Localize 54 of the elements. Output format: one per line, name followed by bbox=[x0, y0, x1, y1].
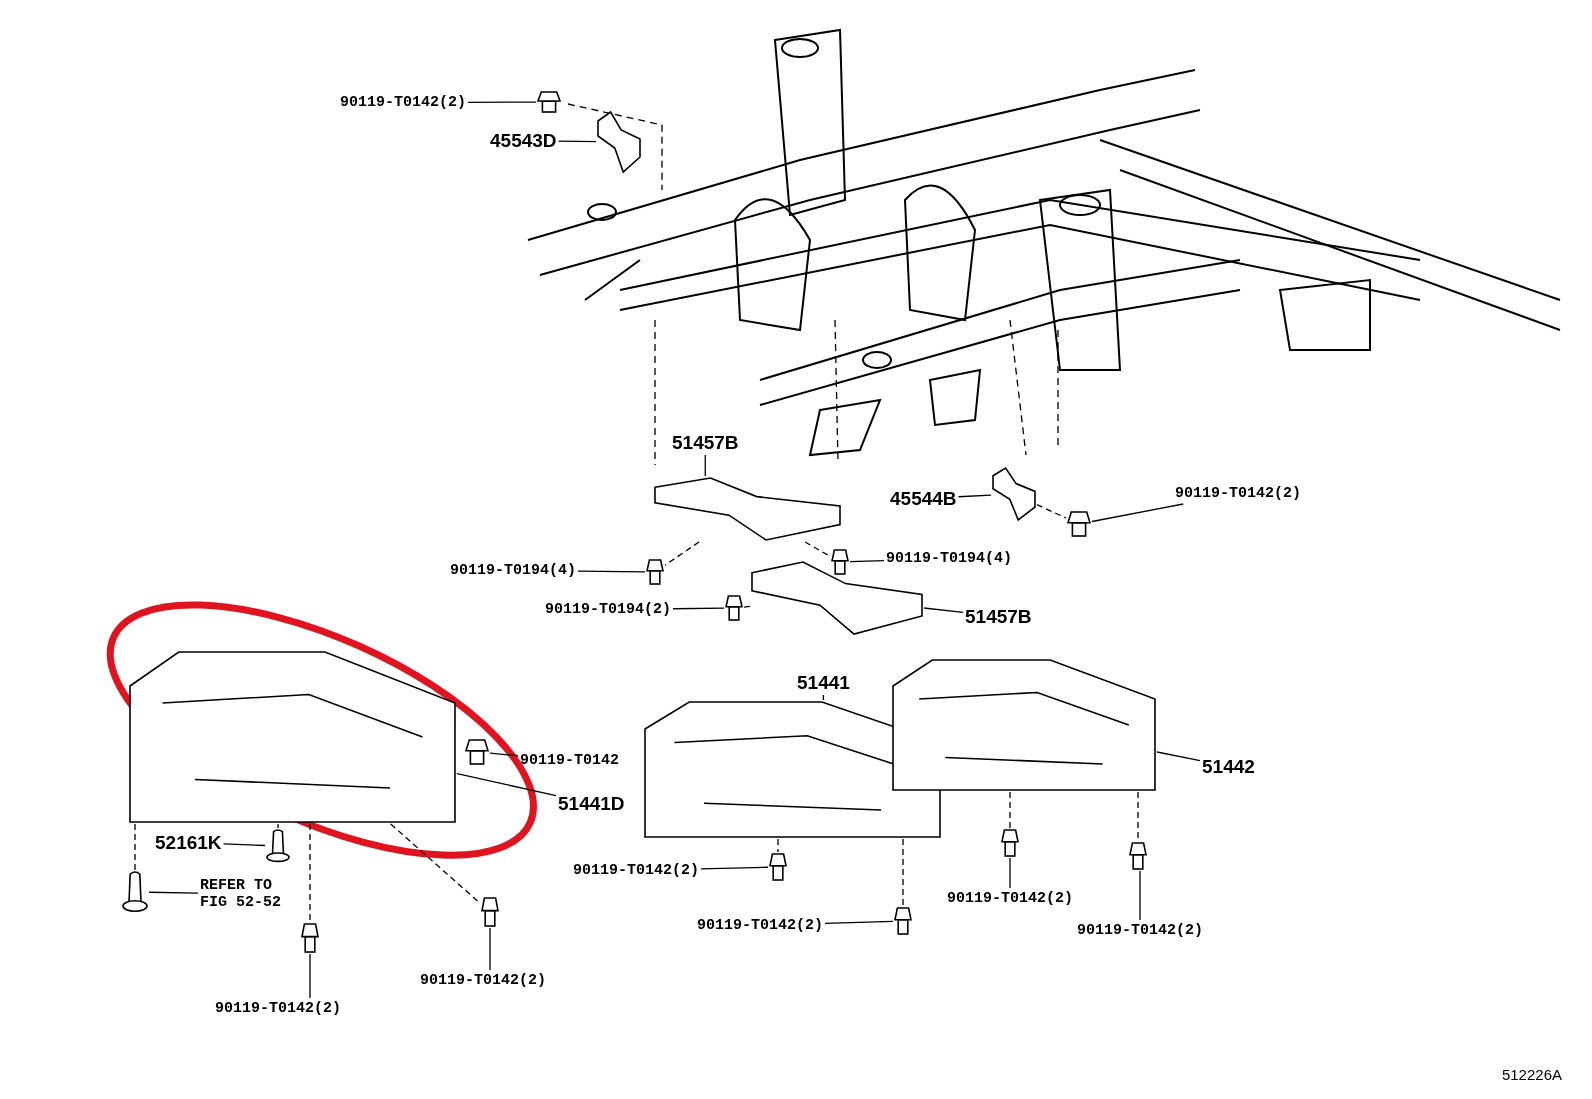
leader-line bbox=[577, 570, 646, 573]
leader-line bbox=[822, 694, 825, 701]
fastener-part-number: 90119-T0194(2) bbox=[545, 601, 672, 618]
leader-line bbox=[804, 541, 831, 557]
leader-line bbox=[1036, 503, 1067, 519]
leader-line bbox=[672, 607, 725, 610]
leader-line bbox=[134, 823, 136, 871]
fastener-part-number: 90119-T0142(2) bbox=[420, 972, 547, 989]
leader-line bbox=[664, 541, 700, 566]
leader-line bbox=[222, 843, 266, 847]
drawing-number: 512226A bbox=[1501, 1066, 1562, 1083]
leader-line bbox=[557, 140, 597, 143]
fastener-part-number: 90119-T0194(4) bbox=[886, 550, 1013, 567]
leader-line bbox=[957, 494, 992, 498]
part-number: 45544B bbox=[890, 488, 957, 509]
leader-line bbox=[489, 752, 519, 757]
part-number: 51441 bbox=[797, 672, 850, 693]
fastener-part-number: 90119-T0142(2) bbox=[1175, 485, 1302, 502]
fastener-part-number: 90119-T0142(2) bbox=[215, 1000, 342, 1017]
leader-line bbox=[148, 891, 199, 894]
leader-line bbox=[700, 866, 769, 870]
leader-line bbox=[309, 823, 311, 923]
fastener-part-number: 90119-T0194(4) bbox=[450, 562, 577, 579]
leader-line bbox=[704, 454, 706, 477]
leader-line bbox=[824, 920, 894, 925]
leader-line bbox=[309, 953, 311, 999]
leader-line bbox=[1156, 751, 1201, 762]
leader-line bbox=[489, 927, 491, 971]
leader-line bbox=[923, 607, 964, 614]
fastener-part-number: 90119-T0142 bbox=[520, 752, 620, 769]
part-number: 45543D bbox=[490, 130, 557, 151]
part-number: 51457B bbox=[672, 432, 739, 453]
leader-line bbox=[390, 823, 481, 904]
leader-line bbox=[467, 101, 537, 103]
leader-line bbox=[1091, 503, 1184, 523]
leader-line bbox=[777, 838, 779, 853]
leader-line bbox=[743, 605, 751, 608]
fastener-part-number: 90119-T0142(2) bbox=[947, 890, 1074, 907]
part-number: 52161K bbox=[155, 832, 222, 853]
fastener-part-number: 90119-T0142(2) bbox=[697, 917, 824, 934]
fastener-part-number: 90119-T0142(2) bbox=[1077, 922, 1204, 939]
part-number: 51442 bbox=[1202, 756, 1255, 777]
leader-line bbox=[1009, 857, 1011, 889]
part-number: 51441D bbox=[558, 793, 625, 814]
leader-line bbox=[902, 838, 904, 907]
leader-line bbox=[456, 772, 557, 797]
fastener-part-number: 90119-T0142(2) bbox=[573, 862, 700, 879]
leader-line bbox=[849, 559, 885, 563]
leader-line bbox=[1139, 870, 1141, 921]
fastener-part-number: 90119-T0142(2) bbox=[340, 94, 467, 111]
leader-line bbox=[1009, 791, 1011, 829]
leader-line bbox=[277, 823, 279, 829]
part-number: 51457B bbox=[965, 606, 1032, 627]
fastener-part-number: REFER TO FIG 52-52 bbox=[200, 877, 292, 911]
